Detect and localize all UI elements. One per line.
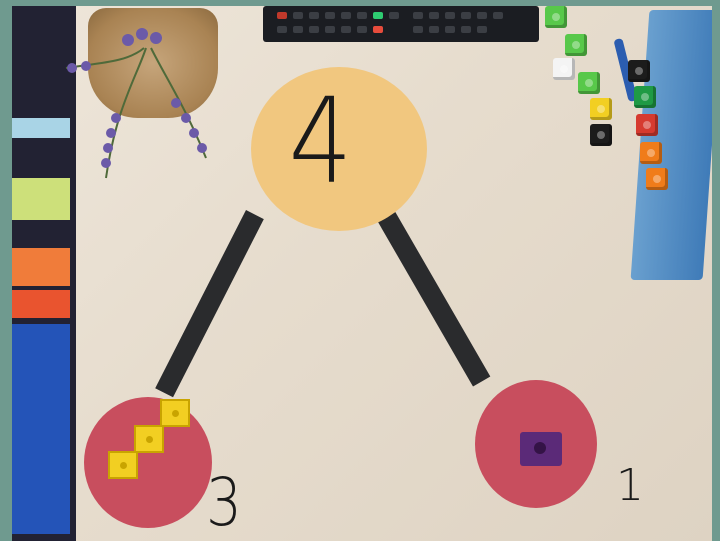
whole-number-label: 4 [288,72,353,210]
part-right-number-label: 1 [616,460,644,511]
lavender-bud [197,143,207,153]
photo-border-right [712,0,720,541]
keyboard-key [357,26,367,33]
linking-cube [636,114,658,136]
linking-cube [578,72,600,94]
plant-stem [150,47,207,159]
yellow-counting-cube [134,425,164,453]
keyboard-key [429,26,439,33]
shelf-paper-orange [12,248,70,286]
keyboard-key [293,26,303,33]
lavender-bud [136,28,148,40]
lavender-bud [103,143,113,153]
yellow-counting-cube [160,399,190,427]
linking-cube [628,60,650,82]
keyboard-key [325,26,335,33]
keyboard-key [413,12,423,19]
keyboard-key [357,12,367,19]
linking-cube [640,142,662,164]
linking-cube [553,58,575,80]
keyboard-key [277,26,287,33]
keyboard-key [429,12,439,19]
keyboard-key [341,12,351,19]
keyboard-key [461,12,471,19]
lavender-bud [189,128,199,138]
lavender-bud [171,98,181,108]
lavender-bud [67,63,77,73]
whole-circle [251,67,427,231]
lavender-bud [81,61,91,71]
keyboard-key [445,12,455,19]
keyboard-key [341,26,351,33]
plant-stem [65,47,145,69]
keyboard-key [325,12,335,19]
keyboard-key [309,26,319,33]
keyboard-key [389,12,399,19]
shelf-paper-yellow [12,178,70,220]
keyboard-key [493,12,503,19]
keyboard-key [293,12,303,19]
lavender-bud [122,34,134,46]
linking-cube [545,6,567,28]
lavender-bud [181,113,191,123]
photo-border-left [0,0,12,541]
keyboard-key [309,12,319,19]
keyboard-key [445,26,455,33]
lavender-plant [65,28,207,179]
keyboard-key [461,26,471,33]
part-circle-left [84,397,212,528]
keyboard-key [477,12,487,19]
plant-stem [105,47,147,179]
linking-cube [634,86,656,108]
lavender-bud [106,128,116,138]
linking-cube [646,168,668,190]
yellow-counting-cube [108,451,138,479]
linking-cube [565,34,587,56]
part-left-number-label: 3 [206,464,242,541]
purple-counting-cube [520,432,562,466]
keyboard-key [373,12,383,19]
keyboard [263,6,539,42]
shelf-paper-blue [12,118,70,138]
shelf-paper-navy [12,324,70,534]
lavender-bud [111,113,121,123]
photo-border-top [0,0,720,6]
linking-cube [590,98,612,120]
keyboard-key [373,26,383,33]
lavender-bud [150,32,162,44]
keyboard-key [477,26,487,33]
linking-cube [590,124,612,146]
keyboard-key [277,12,287,19]
lavender-bud [101,158,111,168]
keyboard-key [413,26,423,33]
shelf-paper-red [12,290,70,318]
woven-basket [88,8,218,118]
